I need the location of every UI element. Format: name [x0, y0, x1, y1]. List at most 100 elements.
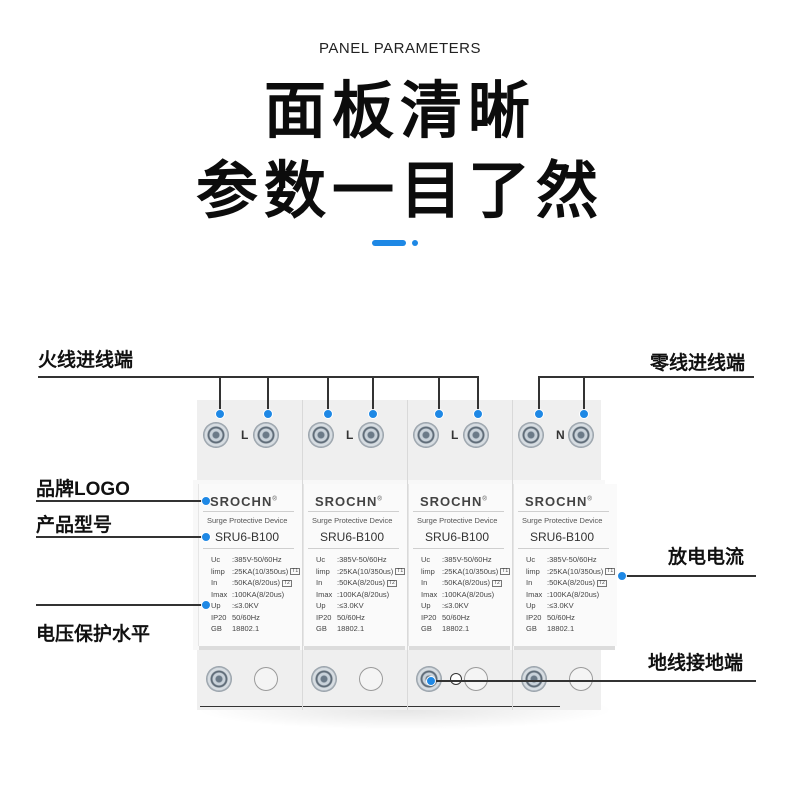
headline-line-1: 面板清晰 — [263, 74, 536, 147]
spec-row: Uc:385V-50/60Hz — [316, 556, 387, 564]
callout-live-input: 火线进线端 — [38, 349, 134, 371]
spec-key: limp — [316, 566, 330, 576]
module-separator — [302, 400, 303, 710]
type-tag: T1 — [605, 568, 616, 576]
spec-key: Up — [211, 601, 221, 610]
spec-value: :50KA(8/20us) — [442, 578, 490, 587]
spec-key: Imax — [421, 589, 438, 599]
spec-row: GB 18802.1 — [316, 625, 364, 633]
callout-neutral-input: 零线进线端 — [650, 352, 746, 374]
spec-row: Up:≤3.0KV — [316, 602, 364, 610]
brand-name: SROCHN — [525, 494, 588, 509]
spec-key: GB — [421, 624, 432, 633]
callout-discharge-current: 放电电流 — [668, 546, 745, 568]
spec-value: :100KA(8/20us) — [232, 589, 285, 599]
marker-live-3 — [323, 409, 333, 419]
marker-live-5 — [434, 409, 444, 419]
spec-value: :≤3.0KV — [232, 601, 259, 610]
spec-value: 50/60Hz — [442, 612, 470, 622]
device-description: Surge Protective Device — [207, 516, 288, 525]
terminal-label: L — [346, 428, 354, 442]
top-terminal-screw[interactable] — [359, 423, 383, 447]
brand-logo: SROCHN® — [210, 494, 278, 509]
bottom-terminal-screw[interactable] — [312, 667, 336, 691]
ground-symbol-icon — [450, 673, 462, 685]
brand-name: SROCHN — [210, 494, 273, 509]
terminal-label: L — [451, 428, 459, 442]
type-tag: T2 — [386, 579, 397, 587]
accent-bar-dot — [412, 240, 418, 246]
callout-model: 产品型号 — [36, 514, 113, 536]
spec-value: :25KA(10/350us) — [547, 566, 604, 576]
model-number: SRU6-B100 — [320, 530, 385, 544]
spec-key: In — [316, 578, 323, 587]
panel-divider — [203, 511, 294, 512]
leader-neutral-drop-1 — [538, 376, 540, 414]
bottom-terminal-hole — [569, 667, 593, 691]
top-terminal-screw[interactable] — [309, 423, 333, 447]
spec-row: Imax:100KA(8/20us) — [316, 589, 389, 599]
callout-brand-logo: 品牌LOGO — [36, 479, 130, 500]
spec-key: In — [526, 578, 533, 587]
marker-neutral-2 — [579, 409, 589, 419]
spec-key: Up — [526, 601, 536, 610]
marker-live-4 — [368, 409, 378, 419]
accent-bar-long — [372, 240, 406, 246]
marker-live-1 — [215, 409, 225, 419]
leader-discharge — [622, 575, 756, 577]
spec-key: IP20 — [211, 612, 227, 622]
brand-name: SROCHN — [315, 494, 378, 509]
spec-value: :50KA(8/20us) — [547, 578, 595, 587]
device-description: Surge Protective Device — [417, 516, 498, 525]
brand-name: SROCHN — [420, 494, 483, 509]
spec-key: Imax — [211, 589, 228, 599]
brand-logo: SROCHN® — [315, 494, 383, 509]
top-terminal-screw[interactable] — [519, 423, 543, 447]
module-ridge — [199, 646, 300, 650]
spec-key: Imax — [316, 589, 333, 599]
spec-row: In:50KA(8/20us)T2 — [421, 579, 502, 587]
type-tag: T2 — [596, 579, 607, 587]
top-terminal-screw[interactable] — [204, 423, 228, 447]
spec-key: IP20 — [421, 612, 437, 622]
device-description: Surge Protective Device — [522, 516, 603, 525]
spec-value: :385V-50/60Hz — [232, 555, 282, 564]
registered-mark: ® — [272, 496, 278, 503]
leader-neutral-drop-2 — [583, 376, 585, 414]
device-description: Surge Protective Device — [312, 516, 393, 525]
spec-row: Up :≤3.0KV — [211, 602, 259, 610]
spec-key: IP20 — [526, 612, 542, 622]
spec-row: IP20 50/60Hz — [211, 612, 260, 622]
top-terminal-screw[interactable] — [414, 423, 438, 447]
spec-row: limp:25KA(10/350us)T1 — [316, 566, 406, 576]
device-base-line — [200, 706, 560, 707]
top-terminal-screw[interactable] — [464, 423, 488, 447]
module-separator — [407, 400, 408, 710]
marker-ground — [426, 676, 436, 686]
spec-value: :≤3.0KV — [337, 601, 364, 610]
spec-row: Up:≤3.0KV — [421, 602, 469, 610]
bottom-terminal-screw[interactable] — [207, 667, 231, 691]
leader-voltage — [36, 604, 206, 606]
spec-key: Uc — [421, 555, 431, 564]
spec-value: :385V-50/60Hz — [337, 555, 387, 564]
spec-key: GB — [316, 624, 327, 633]
brand-logo: SROCHN® — [420, 494, 488, 509]
top-terminal-screw[interactable] — [569, 423, 593, 447]
spec-value: :≤3.0KV — [442, 601, 469, 610]
bottom-terminal-screw[interactable] — [522, 667, 546, 691]
leader-neutral-horizontal — [538, 376, 754, 378]
marker-live-6 — [473, 409, 483, 419]
spec-value: 18802.1 — [337, 624, 365, 633]
spec-value: 50/60Hz — [232, 612, 260, 622]
panel-divider — [518, 511, 609, 512]
spec-row: GB 18802.1 — [421, 625, 469, 633]
spec-key: limp — [211, 566, 225, 576]
spec-value: :100KA(8/20us) — [442, 589, 495, 599]
top-terminal-screw[interactable] — [254, 423, 278, 447]
spec-row: Uc:385V-50/60Hz — [421, 556, 492, 564]
registered-mark: ® — [377, 496, 383, 503]
spec-value: 18802.1 — [442, 624, 470, 633]
